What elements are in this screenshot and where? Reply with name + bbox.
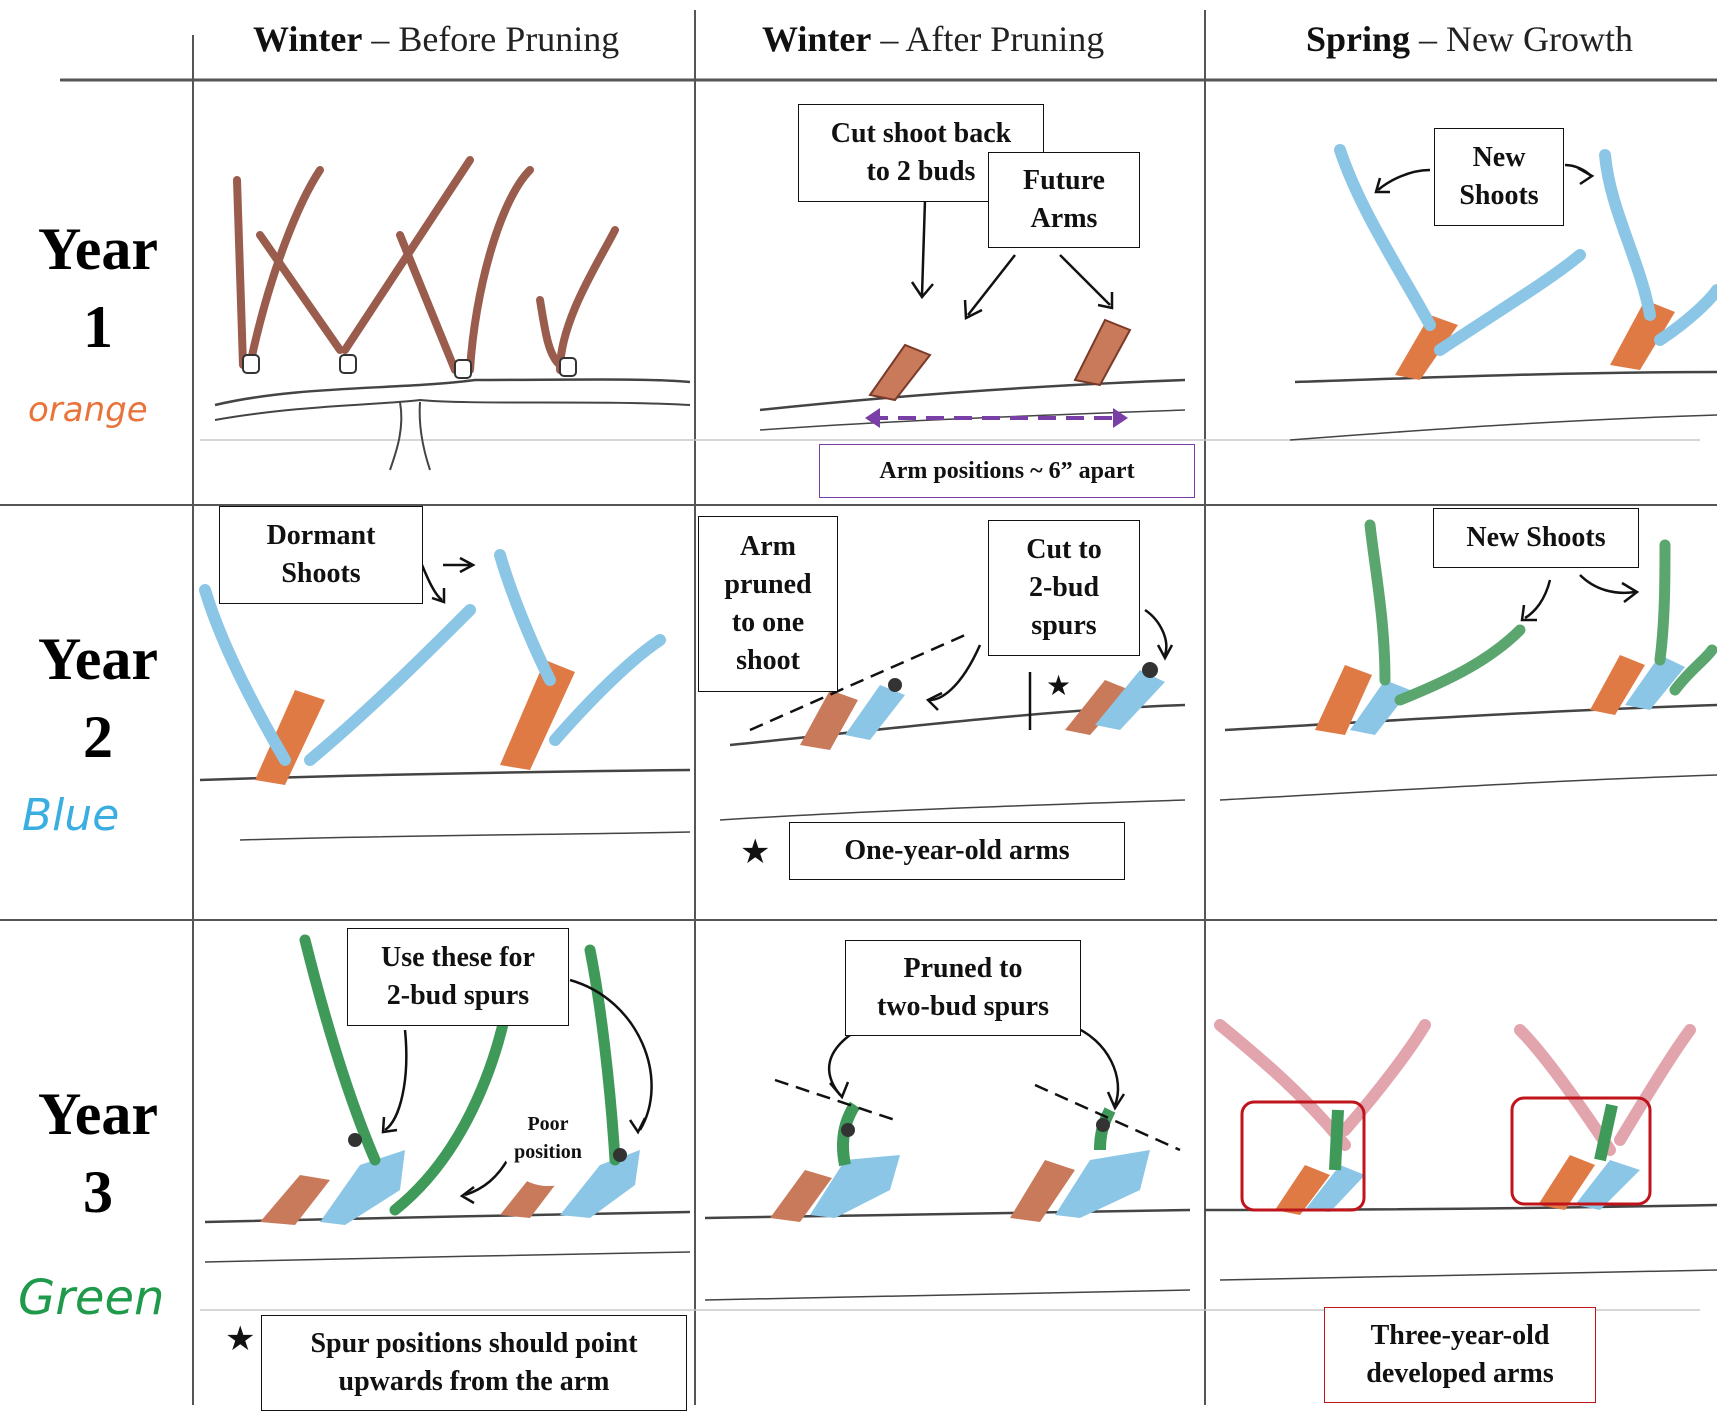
future-arms-label: Future Arms: [988, 152, 1140, 248]
header-new-growth: Spring – New Growth: [1306, 18, 1633, 60]
year-1-color-word: orange: [28, 390, 148, 430]
spur-positions-label: Spur positions should point upwards from…: [261, 1315, 687, 1411]
header-before-pruning: Winter – Before Pruning: [253, 18, 619, 60]
use-these-label: Use these for 2-bud spurs: [347, 928, 569, 1026]
year-3-label: Year 3: [28, 1075, 168, 1231]
pruned-to-spurs-label: Pruned to two-bud spurs: [845, 940, 1081, 1036]
year2-before-vine: [199, 549, 691, 841]
three-year-old-arms-label: Three-year-old developed arms: [1324, 1307, 1596, 1403]
three-year-arm-highlight-right: [1510, 1096, 1652, 1206]
year-2-label: Year 2: [28, 620, 168, 776]
header-after-pruning: Winter – After Pruning: [762, 18, 1104, 60]
new-shoots-label-year1: New Shoots: [1434, 128, 1564, 226]
header-season: Spring: [1306, 19, 1411, 59]
year-3-color-word: Green: [18, 1270, 165, 1326]
dormant-shoots-label: Dormant Shoots: [219, 506, 423, 604]
poor-position-label: Poor position: [500, 1090, 596, 1186]
grid-lines: [0, 10, 1717, 1405]
star-icon: ★: [740, 834, 771, 871]
arm-pruned-label: Arm pruned to one shoot: [698, 516, 838, 692]
year1-after-vine: [759, 199, 1186, 431]
new-shoots-label-year2: New Shoots: [1433, 508, 1639, 568]
one-year-old-arms-label: One-year-old arms: [789, 822, 1125, 880]
year-2-color-word: Blue: [22, 790, 120, 841]
header-season: Winter: [253, 19, 363, 59]
header-stage: – After Pruning: [871, 19, 1105, 59]
year2-spring-vine: [1219, 519, 1717, 801]
year3-spring-vine: [1204, 1019, 1717, 1281]
arm-positions-label: Arm positions ~ 6” apart: [819, 444, 1195, 498]
year1-before-vine: [214, 156, 691, 471]
header-season: Winter: [762, 19, 872, 59]
header-stage: – New Growth: [1410, 19, 1634, 59]
star-icon: ★: [225, 1321, 256, 1358]
year3-after-vine: [704, 1023, 1191, 1301]
year-1-label: Year 1: [28, 210, 168, 366]
cut-to-spurs-label: Cut to 2-bud spurs: [988, 520, 1140, 656]
year1-spring-vine: [1289, 144, 1717, 441]
header-stage: – Before Pruning: [362, 19, 620, 59]
three-year-arm-highlight-left: [1240, 1100, 1366, 1212]
star-icon: ★: [1046, 671, 1072, 702]
year2-after-vine: [719, 608, 1186, 821]
